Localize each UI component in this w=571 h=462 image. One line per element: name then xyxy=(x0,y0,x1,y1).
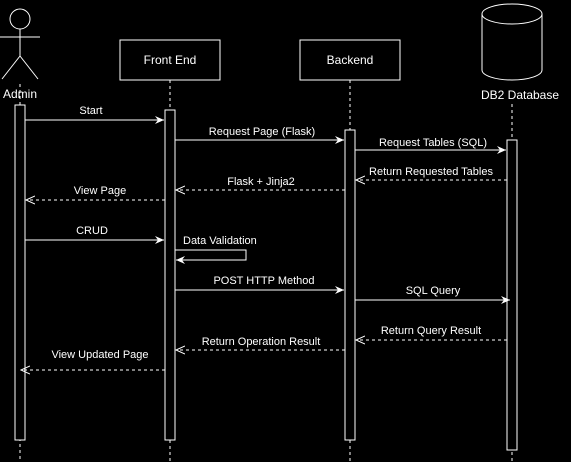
message-return-operation-label: Return Operation Result xyxy=(202,336,321,348)
participant-database-label: DB2 Database xyxy=(481,88,559,102)
participant-frontend-box xyxy=(119,39,221,81)
message-flask-jinja-label: Flask + Jinja2 xyxy=(227,176,295,188)
message-sql-query-label: SQL Query xyxy=(406,285,461,297)
message-data-validation-arrow xyxy=(175,249,247,264)
activation-frontend xyxy=(164,109,176,441)
message-post-http-label: POST HTTP Method xyxy=(213,275,314,287)
participant-backend-box xyxy=(299,39,401,81)
participant-admin-label: Admin xyxy=(3,87,37,101)
message-request-tables-label: Request Tables (SQL) xyxy=(379,137,487,149)
admin-actor-icon xyxy=(0,8,40,80)
participant-backend-label: Backend xyxy=(327,53,374,67)
activation-backend xyxy=(344,129,356,441)
activation-admin xyxy=(14,104,26,441)
message-view-updated-label: View Updated Page xyxy=(51,349,148,361)
message-view-page-label: View Page xyxy=(74,185,126,197)
message-request-page-label: Request Page (Flask) xyxy=(209,126,315,138)
message-crud-label: CRUD xyxy=(76,225,108,237)
message-data-validation-label: Data Validation xyxy=(183,235,257,247)
message-start-label: Start xyxy=(79,105,102,117)
database-cylinder-icon xyxy=(481,3,543,81)
message-return-tables-label: Return Requested Tables xyxy=(369,166,493,178)
activation-database xyxy=(506,139,518,451)
message-return-query-label: Return Query Result xyxy=(381,325,481,337)
participant-frontend-label: Front End xyxy=(144,53,197,67)
